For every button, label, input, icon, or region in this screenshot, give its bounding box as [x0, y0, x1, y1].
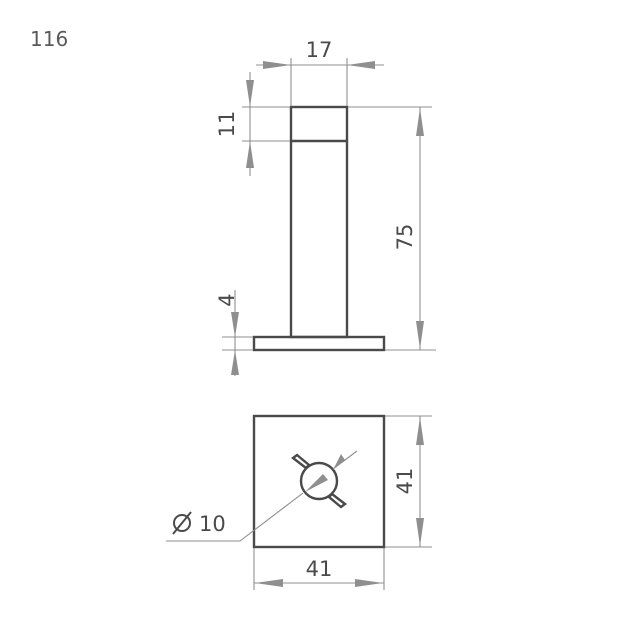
- dim-total-height: 75: [348, 106, 436, 351]
- base-plate-side: [252, 335, 386, 352]
- dim-cap-height: 11: [215, 72, 290, 176]
- base-plate-top: [252, 414, 386, 549]
- dim-plate-thickness-label: 4: [215, 293, 239, 306]
- dim-cap-height-label: 11: [215, 111, 239, 138]
- dim-plate-width: 41: [253, 548, 385, 590]
- dim-shaft-width-label: 17: [306, 38, 333, 62]
- dim-plate-depth: 41: [385, 415, 432, 548]
- dim-shaft-width: 17: [256, 38, 384, 106]
- dim-plate-width-label: 41: [306, 557, 333, 581]
- center-hole: [299, 461, 339, 501]
- dim-plate-depth-label: 41: [393, 468, 417, 495]
- slot-lug-upper: [291, 453, 311, 470]
- diameter-icon: [172, 511, 192, 535]
- top-view: 41 41 10: [166, 414, 432, 590]
- dim-plate-thickness: 4: [215, 290, 253, 376]
- side-view: 17 11 75 4: [215, 38, 436, 376]
- figure-number: 116: [30, 27, 68, 51]
- dim-total-height-label: 75: [393, 224, 417, 251]
- dim-hole-diameter-label: 10: [199, 512, 226, 536]
- dim-hole-diameter: 10: [166, 450, 358, 542]
- slot-lug-lower: [327, 492, 347, 509]
